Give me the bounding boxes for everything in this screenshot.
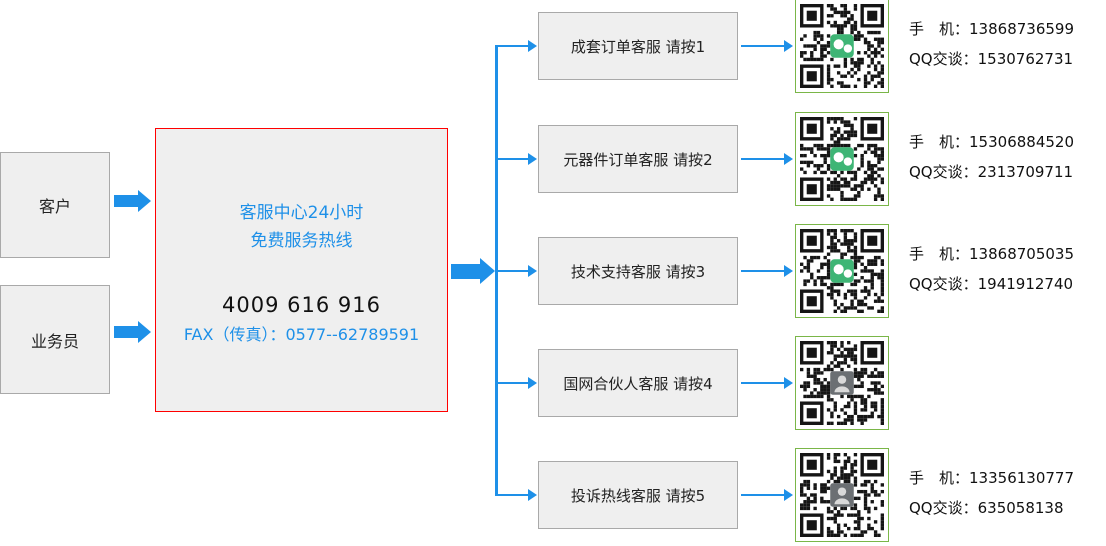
salesperson-label: 业务员	[30, 331, 79, 351]
arrow-trunk-to-branch	[497, 376, 537, 390]
qq-number: 2313709711	[977, 163, 1074, 181]
hotline-numbers: 4009 616 916 FAX（传真）：0577--62789591	[156, 289, 447, 349]
branch-label: 投诉热线客服 请按5	[570, 486, 706, 505]
qq-number: 635058138	[977, 499, 1064, 517]
branch-trunk-line	[495, 45, 498, 496]
branch-row-4: 国网合伙人客服 请按4	[495, 336, 1106, 430]
mobile-line: 手 机：13868736599	[909, 20, 1074, 38]
arrow-branch-to-qr	[741, 152, 793, 166]
customer-label: 客户	[38, 197, 71, 216]
hotline-fax-number: FAX（传真）：0577--62789591	[183, 325, 420, 344]
customer-box: 客户	[0, 152, 110, 258]
mobile-line: 手 机：13868705035	[909, 245, 1074, 263]
arrow-trunk-to-branch	[497, 488, 537, 502]
mobile-number: 13356130777	[969, 469, 1074, 487]
wechat-qr-code	[795, 112, 889, 206]
arrow-customer-to-center	[114, 190, 151, 212]
arrow-branch-to-qr	[741, 376, 793, 390]
qq-number: 1530762731	[977, 50, 1074, 68]
branch-label: 成套订单客服 请按1	[570, 37, 706, 56]
photo-qr-code	[795, 336, 889, 430]
qq-line: QQ交谈：635058138	[909, 499, 1064, 517]
branch-label: 技术支持客服 请按3	[570, 262, 706, 281]
branch-row-3: 技术支持客服 请按3 手 机：13868705035 QQ交谈：19419127…	[495, 224, 1106, 318]
branch-label: 国网合伙人客服 请按4	[563, 374, 713, 393]
hotline-box: 客服中心24小时 免费服务热线 4009 616 916 FAX（传真）：057…	[155, 128, 448, 412]
qq-line: QQ交谈：2313709711	[909, 163, 1074, 181]
branch-box-4: 国网合伙人客服 请按4	[538, 349, 738, 417]
branch-row-5: 投诉热线客服 请按5 手 机：13356130777 QQ交谈：63505813…	[495, 448, 1106, 542]
arrow-sales-to-center	[114, 321, 151, 343]
contact-info: 手 机：15306884520 QQ交谈：2313709711	[909, 127, 1074, 187]
arrow-trunk-to-branch	[497, 152, 537, 166]
contact-info: 手 机：13868736599 QQ交谈：1530762731	[909, 14, 1074, 74]
qq-line: QQ交谈：1530762731	[909, 50, 1074, 68]
arrow-trunk-to-branch	[497, 264, 537, 278]
arrow-branch-to-qr	[741, 39, 793, 53]
branch-box-5: 投诉热线客服 请按5	[538, 461, 738, 529]
branch-box-3: 技术支持客服 请按3	[538, 237, 738, 305]
hotline-title: 客服中心24小时 免费服务热线	[156, 199, 447, 255]
wechat-qr-code	[795, 0, 889, 93]
branch-row-2: 元器件订单客服 请按2 手 机：15306884520 QQ交谈：2313709…	[495, 112, 1106, 206]
contact-info: 手 机：13868705035 QQ交谈：1941912740	[909, 239, 1074, 299]
photo-qr-code	[795, 448, 889, 542]
arrow-center-to-branches	[451, 258, 495, 284]
arrow-branch-to-qr	[741, 488, 793, 502]
mobile-line: 手 机：13356130777	[909, 469, 1074, 487]
branch-box-2: 元器件订单客服 请按2	[538, 125, 738, 193]
mobile-line: 手 机：15306884520	[909, 133, 1074, 151]
salesperson-box: 业务员	[0, 285, 110, 394]
mobile-number: 13868736599	[969, 20, 1074, 38]
mobile-number: 13868705035	[969, 245, 1074, 263]
branch-label: 元器件订单客服 请按2	[563, 150, 713, 169]
hotline-phone-number: 4009 616 916	[222, 293, 381, 317]
branch-row-1: 成套订单客服 请按1 手 机：13868736599 QQ交谈：15307627…	[495, 0, 1106, 93]
hotline-title-line2: 免费服务热线	[250, 231, 353, 251]
contact-info: 手 机：13356130777 QQ交谈：635058138	[909, 463, 1074, 523]
mobile-number: 15306884520	[969, 133, 1074, 151]
wechat-qr-code	[795, 224, 889, 318]
hotline-title-line1: 客服中心24小时	[239, 203, 364, 223]
branch-box-1: 成套订单客服 请按1	[538, 12, 738, 80]
qq-number: 1941912740	[977, 275, 1074, 293]
qq-line: QQ交谈：1941912740	[909, 275, 1074, 293]
arrow-trunk-to-branch	[497, 39, 537, 53]
arrow-branch-to-qr	[741, 264, 793, 278]
